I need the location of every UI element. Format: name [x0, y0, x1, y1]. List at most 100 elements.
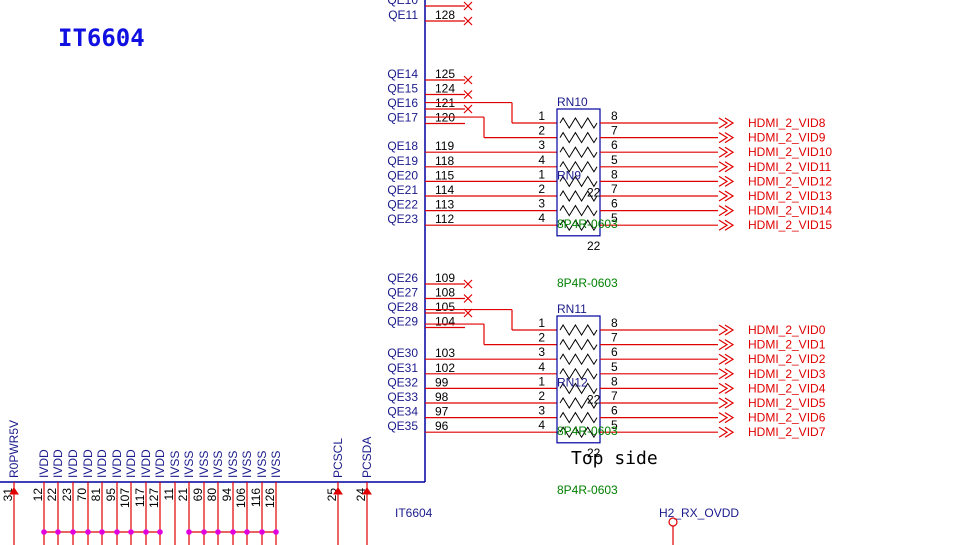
- rn-value: 22: [587, 392, 601, 406]
- bottom-pin-name: IVDD: [153, 449, 167, 478]
- net-flag: [718, 219, 735, 231]
- bottom-pin-name: R0PWR5V: [7, 420, 21, 478]
- net-flag: [718, 368, 735, 380]
- pin-name: QE33: [387, 390, 418, 404]
- bottom-pin-name: IVDD: [37, 449, 51, 478]
- nc-cross-mark: [463, 1, 473, 11]
- net-label: HDMI_2_VID10: [748, 145, 832, 159]
- pin-name: QE31: [387, 361, 418, 375]
- rn-pin-right: 7: [611, 182, 618, 196]
- rn-pin-left: 3: [538, 197, 545, 211]
- rn-ref: RN10: [557, 95, 588, 109]
- rn-footprint: 8P4R-0603: [557, 217, 618, 231]
- bottom-pin-name: IVDD: [139, 449, 153, 478]
- pin-number: 105: [435, 300, 455, 314]
- pin-name: QE28: [387, 300, 418, 314]
- rn-pin-right: 5: [611, 153, 618, 167]
- junction-dot: [259, 529, 265, 535]
- net-label: HDMI_2_VID1: [748, 338, 826, 352]
- rn-ref: RN9: [557, 168, 581, 182]
- rn-pin-right: 6: [611, 345, 618, 359]
- bottom-pin-name: IVDD: [95, 449, 109, 478]
- resistor-symbol: [559, 146, 598, 159]
- resistor-symbol: [559, 204, 598, 217]
- rn-pin-right: 8: [611, 374, 618, 388]
- bottom-pin-number: 127: [147, 488, 161, 508]
- bottom-pin-number: 81: [89, 488, 103, 502]
- bottom-pin-number: 95: [104, 488, 118, 502]
- pin-number: 102: [435, 361, 455, 375]
- pin-number: 103: [435, 346, 455, 360]
- net-label: HDMI_2_VID8: [748, 116, 826, 130]
- bottom-pin-number: 116: [249, 488, 263, 507]
- chip-ref-label: IT6604: [395, 506, 433, 520]
- rn-footprint: 8P4R-0603: [557, 276, 618, 290]
- bottom-pin-name: IVSS: [211, 451, 225, 478]
- resistor-network-body: [556, 108, 601, 237]
- pin-name: QE14: [387, 67, 418, 81]
- net-flag: [718, 426, 735, 438]
- net-label: HDMI_2_VID5: [748, 396, 826, 410]
- rn-pin-right: 6: [611, 404, 618, 418]
- net-flag: [718, 205, 735, 217]
- net-flag: [718, 397, 735, 409]
- rn-pin-left: 3: [538, 404, 545, 418]
- pin-name: QE29: [387, 315, 418, 329]
- bottom-pin-name: IVDD: [66, 449, 80, 478]
- junction-dot: [186, 529, 192, 535]
- nc-cross-mark: [463, 16, 473, 26]
- resistor-symbol: [559, 117, 598, 129]
- rn-pin-left: 1: [538, 374, 545, 388]
- bottom-pin-name: PCSDA: [360, 437, 374, 478]
- pin-number: 118: [435, 154, 454, 168]
- bottom-pin-number: 11: [162, 488, 176, 501]
- pin-number: 97: [435, 405, 449, 419]
- bottom-pin-name: PCSCL: [331, 438, 345, 478]
- rn-pin-right: 7: [611, 389, 618, 403]
- bottom-pin-number: 117: [133, 488, 147, 507]
- resistor-symbol: [559, 160, 598, 173]
- rn-pin-right: 7: [611, 124, 618, 138]
- arrow-marker: [333, 487, 343, 495]
- pin-number: 115: [435, 168, 454, 182]
- pin-number: 125: [435, 67, 455, 81]
- junction-dot: [157, 529, 163, 535]
- pin-name: QE15: [387, 82, 418, 96]
- junction-dot: [244, 529, 250, 535]
- net-label: HDMI_2_VID14: [748, 204, 832, 218]
- rn-value: 22: [587, 185, 601, 199]
- rn-pin-right: 8: [611, 316, 618, 330]
- pin-name: QE27: [387, 286, 418, 300]
- pin-name: QE18: [387, 139, 418, 153]
- resistor-symbol: [559, 367, 598, 380]
- pin-name: QE11: [388, 8, 418, 22]
- resistor-symbol: [559, 353, 598, 366]
- rn-pin-left: 2: [538, 389, 545, 403]
- net-flag: [718, 175, 735, 187]
- rn-pin-right: 8: [611, 109, 618, 123]
- net-label: HDMI_2_VID15: [748, 218, 832, 232]
- net-label: HDMI_2_VID2: [748, 352, 826, 366]
- junction-dot: [273, 529, 279, 535]
- pin-name: QE19: [387, 154, 418, 168]
- pin-name: QE26: [387, 271, 418, 285]
- rn-pin-left: 4: [538, 211, 545, 225]
- bottom-pin-name: IVSS: [226, 451, 240, 478]
- bottom-pin-name: IVDD: [81, 449, 95, 478]
- resistor-symbol: [559, 338, 598, 351]
- rn-pin-left: 2: [538, 124, 545, 138]
- resistor-symbol: [559, 426, 598, 439]
- net-flag: [718, 339, 735, 351]
- bottom-pin-name: IVSS: [182, 451, 196, 478]
- junction-dot: [114, 529, 120, 535]
- nc-cross-mark: [463, 308, 473, 318]
- junction-dot: [55, 529, 61, 535]
- rn-pin-right: 5: [611, 211, 618, 225]
- resistor-symbol: [559, 382, 598, 395]
- rn-value: 22: [587, 239, 601, 253]
- pin-number: 98: [435, 390, 449, 404]
- rn-pin-left: 1: [538, 316, 545, 330]
- pin-name: QE16: [387, 96, 418, 110]
- bottom-pin-number: 70: [75, 488, 89, 502]
- pin-number: 96: [435, 419, 449, 433]
